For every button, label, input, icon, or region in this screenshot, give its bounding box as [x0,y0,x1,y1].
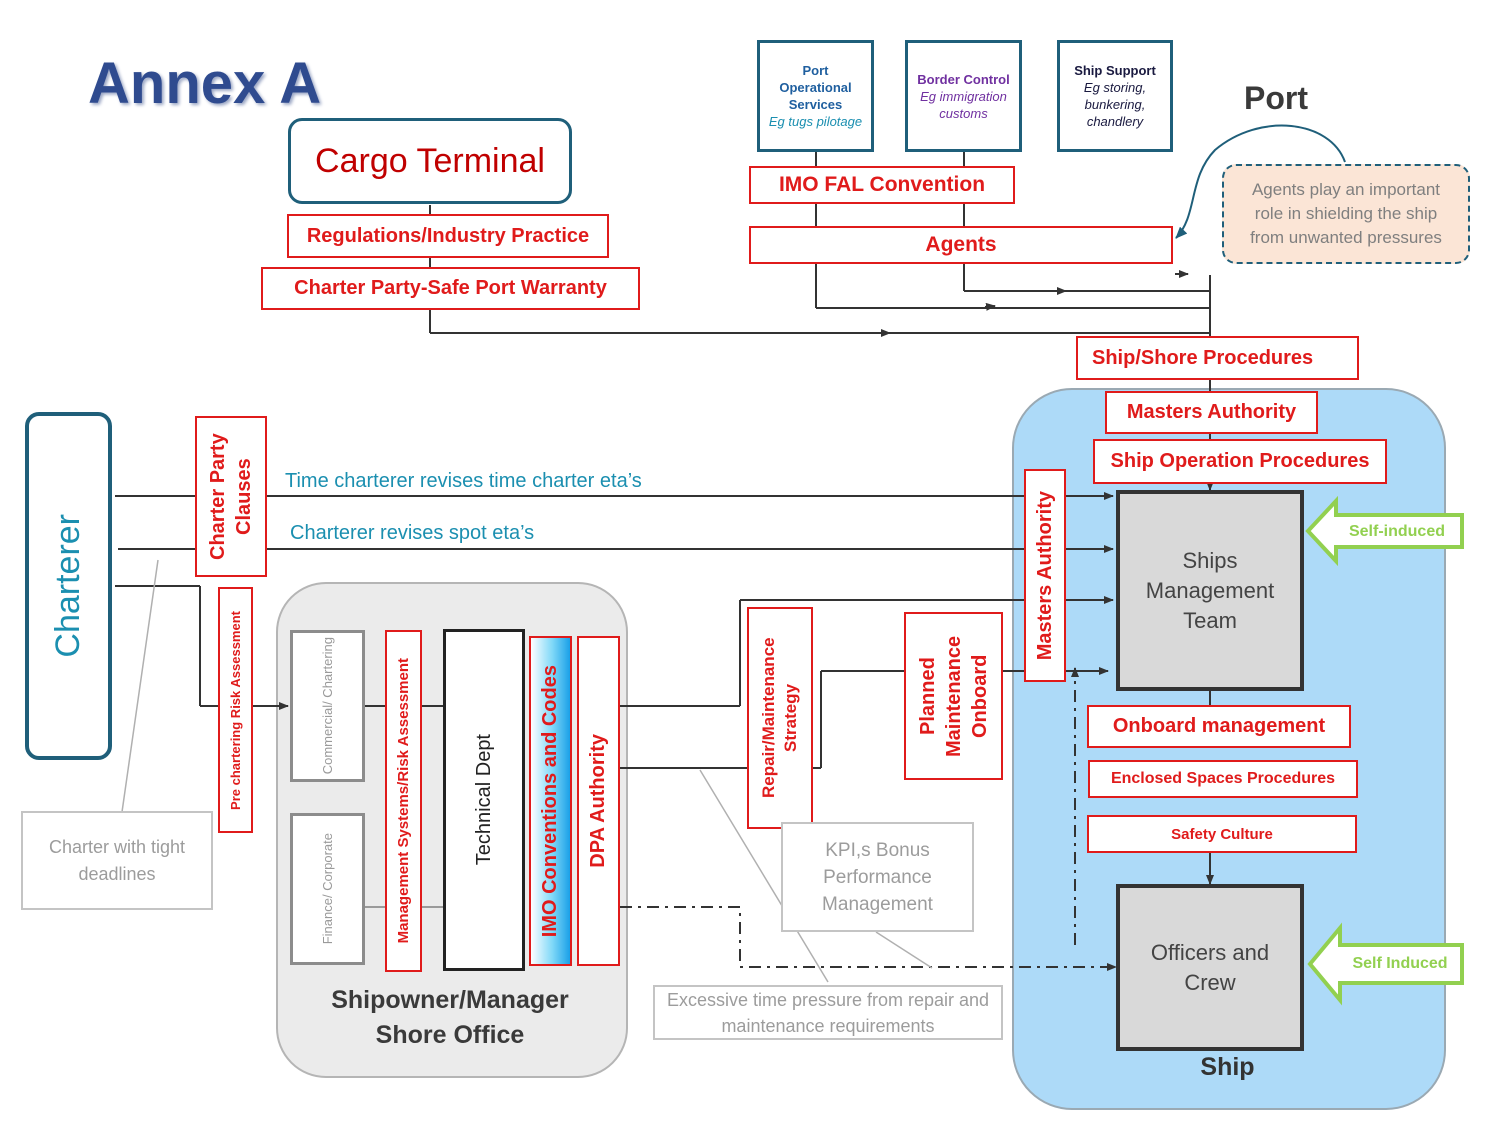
technical-dept-label: Technical Dept [472,734,495,866]
mgmt-systems-box: Management Systems/Risk Assessment [385,630,422,972]
enclosed-spaces-box: Enclosed Spaces Procedures [1088,760,1358,798]
border-control-box: Border Control Eg immigration customs [905,40,1022,152]
commercial-label: Commercial/ Chartering [320,637,335,775]
cargo-terminal-box: Cargo Terminal [288,118,572,204]
charter-tight-note: Charter with tight deadlines [21,811,213,910]
self-induced-label-1: Self-induced [1348,523,1445,540]
repair-strategy-label: Repair/Maintenance Strategy [759,637,800,799]
charterer-box: Charterer [25,412,112,760]
self-induced-label-2: Self Induced [1352,955,1448,972]
officers-crew-box: Officers and Crew [1116,884,1304,1051]
spot-eta-label: Charterer revises spot eta’s [290,522,535,544]
port-services-sub: Eg tugs pilotage [768,114,863,129]
technical-dept-box: Technical Dept [443,629,525,971]
excessive-pressure-note: Excessive time pressure from repair and … [653,985,1003,1040]
charter-party-warranty-box: Charter Party-Safe Port Warranty [261,267,640,310]
commercial-box: Commercial/ Chartering [290,630,365,782]
border-control-title: Border Control [917,71,1010,87]
ship-support-sub: Eg storing, bunkering, chandlery [1083,80,1147,129]
masters-authority-vert-box: Masters Authority [1024,469,1066,682]
finance-label: Finance/ Corporate [320,833,335,945]
finance-box: Finance/ Corporate [290,813,365,965]
ship-operation-procedures-box: Ship Operation Procedures [1093,439,1387,484]
port-services-title: Port Operational Services [779,63,852,112]
pre-chartering-label: Pre chartering Risk Assessment [228,610,243,810]
safety-culture-box: Safety Culture [1087,815,1357,853]
imo-conventions-box: IMO Conventions and Codes [529,636,572,966]
kpi-note: KPI,s Bonus Performance Management [781,822,974,932]
dpa-authority-label: DPA Authority [587,734,609,868]
planned-maintenance-label: Planned Maintenance Onboard [916,635,991,757]
imo-fal-box: IMO FAL Convention [749,166,1015,204]
ship-support-title: Ship Support [1074,63,1156,78]
agents-note: Agents play an important role in shieldi… [1222,164,1470,264]
border-control-sub: Eg immigration customs [920,88,1007,121]
ship-support-box: Ship Support Eg storing, bunkering, chan… [1057,40,1173,152]
mgmt-systems-label: Management Systems/Risk Assessment [395,658,412,944]
page-title: Annex A [88,51,322,116]
port-label: Port [1244,80,1308,116]
planned-maintenance-box: Planned Maintenance Onboard [904,612,1003,780]
onboard-management-box: Onboard management [1087,705,1351,748]
imo-conventions-label: IMO Conventions and Codes [539,664,561,938]
port-services-box: Port Operational Services Eg tugs pilota… [757,40,874,152]
dpa-authority-box: DPA Authority [577,636,620,966]
ships-mgmt-team-box: Ships Management Team [1116,490,1304,691]
ship-shore-procedures-box: Ship/Shore Procedures [1076,336,1359,380]
repair-strategy-box: Repair/Maintenance Strategy [747,607,813,829]
masters-authority-top-box: Masters Authority [1105,391,1318,434]
shore-office-label: Shipowner/Manager Shore Office [331,986,569,1049]
ship-label: Ship [1200,1052,1255,1081]
time-charterer-label: Time charterer revises time charter eta’… [285,470,642,492]
masters-authority-vert-label: Masters Authority [1033,490,1056,661]
charterer-label: Charterer [49,514,87,658]
charter-party-clauses-label: Charter Party Clauses [207,433,255,560]
pre-chartering-box: Pre chartering Risk Assessment [218,587,253,833]
regulations-box: Regulations/Industry Practice [287,214,609,258]
charter-party-clauses-box: Charter Party Clauses [195,416,267,577]
agents-box: Agents [749,226,1173,264]
